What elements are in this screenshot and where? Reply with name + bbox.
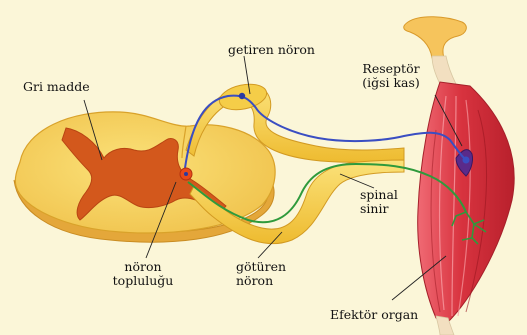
label-receptor-line1: Reseptör — [348, 62, 434, 76]
label-spinal-nerve-line2: sinir — [360, 202, 398, 216]
neuron-cluster-dot — [184, 172, 188, 176]
label-receptor-line2: (iğsi kas) — [348, 76, 434, 90]
label-spinal-nerve: spinal sinir — [360, 188, 398, 216]
receptor-ending — [463, 157, 470, 164]
afferent-cell-body — [239, 93, 245, 99]
label-efferent-neuron: götüren nöron — [236, 260, 286, 288]
label-spinal-nerve-line1: spinal — [360, 188, 398, 202]
label-efferent-neuron-line1: götüren — [236, 260, 286, 274]
label-afferent-neuron: getiren nöron — [228, 43, 315, 57]
label-gray-matter: Gri madde — [23, 80, 90, 94]
label-receptor: Reseptör (iğsi kas) — [348, 62, 434, 90]
label-neuron-cluster: nöron topluluğu — [102, 260, 184, 288]
label-neuron-cluster-line1: nöron — [102, 260, 184, 274]
label-effector-organ: Efektör organ — [330, 308, 418, 322]
label-efferent-neuron-line2: nöron — [236, 274, 286, 288]
label-neuron-cluster-line2: topluluğu — [102, 274, 184, 288]
